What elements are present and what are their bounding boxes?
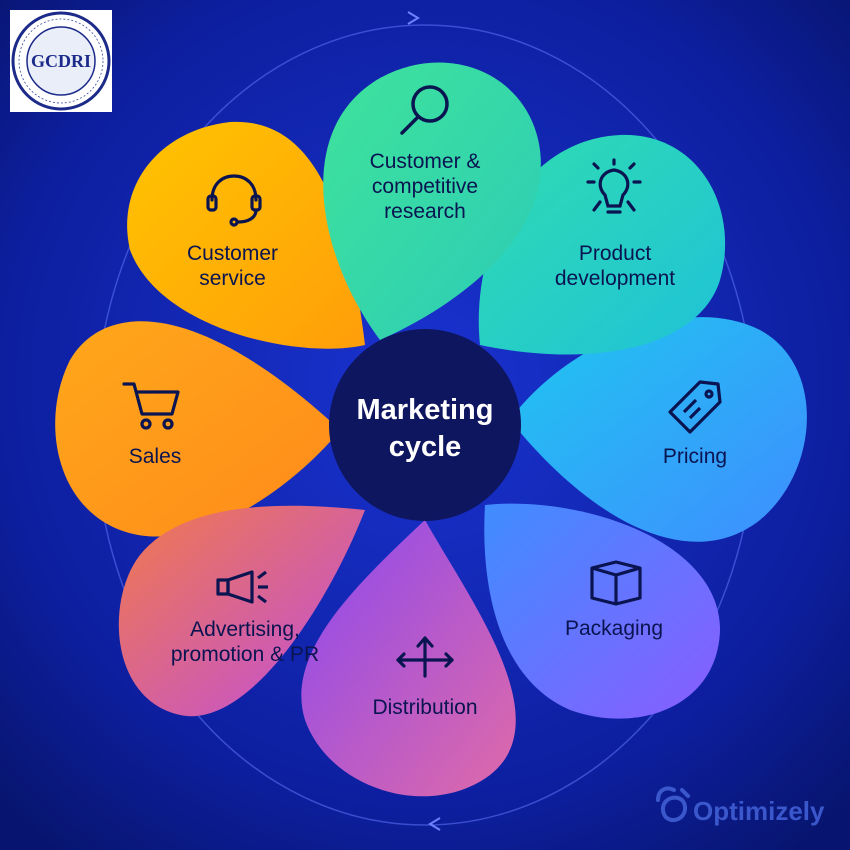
box-icon [590, 560, 642, 606]
center-circle [329, 329, 521, 521]
petal-pricing [510, 317, 807, 542]
label-service: Customer service [186, 242, 279, 290]
label-distribution: Distribution [372, 696, 478, 719]
shopping-cart-icon [122, 382, 180, 430]
arrows-split-icon [396, 636, 454, 678]
petal-advertising [118, 505, 365, 717]
brand-name: Optimizely [693, 796, 825, 826]
label-advertising: Advertising, promotion & PR [170, 618, 320, 666]
petal-service [127, 121, 365, 349]
petal-distribution [301, 520, 516, 797]
ring-arrow-top-icon [407, 11, 420, 25]
megaphone-icon [216, 570, 268, 604]
center-title: Marketing cycle [356, 394, 494, 463]
ring-arrow-bottom-icon [428, 817, 441, 831]
label-packaging: Packaging [564, 617, 664, 640]
petal-product [478, 134, 726, 355]
petal-sales [55, 321, 340, 537]
label-research: Customer & competitive research [369, 150, 481, 223]
optimizely-logo-icon [656, 786, 690, 823]
gcdri-logo: GCDRI [10, 10, 112, 112]
price-tag-icon [668, 380, 722, 434]
headset-icon [206, 174, 262, 227]
label-pricing: Pricing [662, 445, 728, 468]
lightbulb-icon [586, 158, 642, 214]
label-product: Product development [554, 242, 676, 290]
logo-text: GCDRI [31, 51, 91, 71]
magnifier-icon [400, 85, 449, 135]
label-sales: Sales [128, 445, 182, 468]
gcdri-seal-logo: GCDRI [11, 11, 111, 111]
petal-research [323, 62, 541, 341]
petal-packaging [484, 503, 720, 719]
